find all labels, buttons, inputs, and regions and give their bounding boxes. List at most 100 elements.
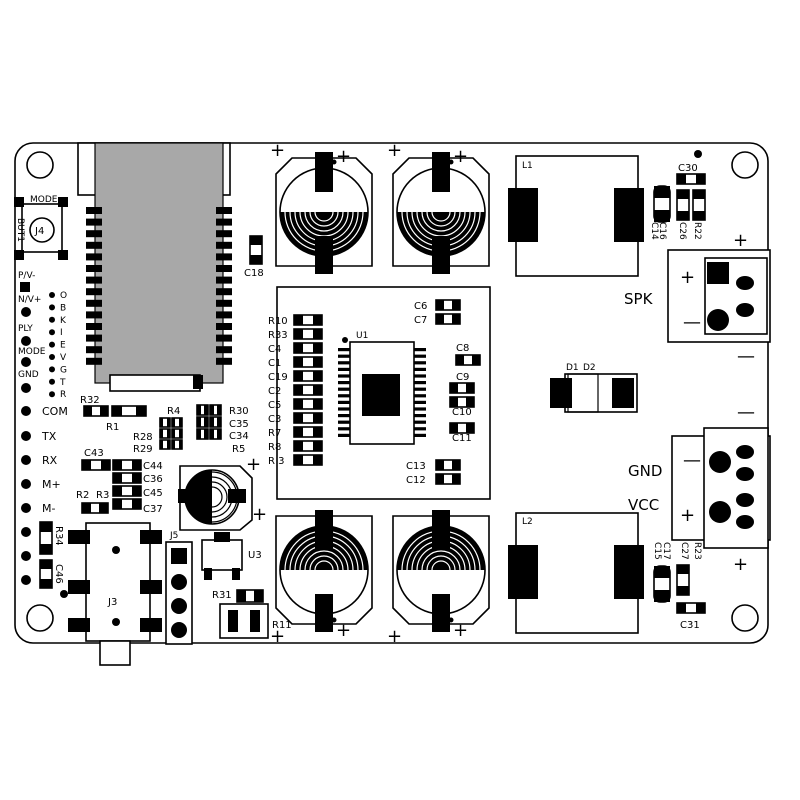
svg-text:+: + [733, 554, 748, 575]
u1-left-smd [293, 454, 323, 466]
svg-text:TX: TX [41, 430, 57, 443]
left-header-pins: P/V- N/V+ PLY MODE GND [18, 271, 46, 393]
regulator-u3: U3 [201, 532, 262, 580]
u1-left-label: C1 [268, 358, 281, 369]
svg-text:C17: C17 [661, 542, 671, 560]
resistor-r30-cell [196, 416, 209, 428]
svg-text:R29: R29 [133, 444, 153, 455]
vertical-dot [49, 354, 55, 360]
resistor-r32-r1: R32 R1 [80, 395, 147, 433]
resistor-array-r4: R4 R30 C35 C34 R28 R29 [133, 404, 249, 455]
spk-minus: — [737, 346, 755, 367]
u1-right-smd [455, 354, 481, 366]
mounting-hole-top-right [731, 151, 759, 179]
gnd-label: GND [628, 462, 662, 480]
svg-text:R32: R32 [80, 395, 100, 406]
svg-text:C15: C15 [652, 542, 662, 560]
svg-text:R3: R3 [96, 490, 109, 501]
svg-text:J3: J3 [107, 597, 117, 608]
u1-right-label: C11 [452, 433, 472, 444]
bottom-right-components: C15 C17 C27 R23 C31 [652, 542, 706, 631]
resistor-r30-cell [209, 428, 222, 440]
svg-text:R11: R11 [272, 620, 292, 631]
mode-button: MODE J4 BUT1 [14, 195, 68, 260]
u1-right-smd [435, 459, 461, 471]
svg-text:L1: L1 [522, 161, 533, 171]
svg-text:R31: R31 [212, 590, 232, 601]
vertical-letter: R [60, 390, 66, 400]
vertical-letter: E [60, 341, 66, 351]
cap-plus-sign: + [387, 626, 402, 647]
u1-right-label: C7 [414, 315, 427, 326]
bt-pad-right [216, 311, 232, 319]
svg-text:D2: D2 [583, 363, 596, 373]
u1-left-smd [293, 342, 323, 354]
svg-text:+: + [246, 454, 261, 475]
cap-plus-sign: + [453, 146, 468, 167]
electrolytic-cap-bottom-right: ++ [387, 510, 490, 647]
vertical-dot [49, 341, 55, 348]
svg-text:C34: C34 [229, 431, 249, 442]
u1-left-smd [293, 426, 323, 438]
svg-text:C46: C46 [53, 564, 64, 584]
svg-text:C45: C45 [143, 488, 163, 499]
u1-left-smd [293, 384, 323, 396]
top-right-components: C30 C16 C14 C26 R22 [649, 150, 706, 240]
bt-pad-right [216, 265, 232, 272]
svg-text:—: — [683, 450, 701, 471]
u1-left-smd [293, 314, 323, 326]
resistor-r4-cell [171, 439, 183, 450]
bt-pad-left [86, 230, 102, 238]
bt-pad-left [86, 265, 102, 272]
u1-left-label: R7 [268, 428, 281, 439]
bt-pad-right [216, 323, 232, 330]
cap-plus-sign: + [387, 140, 402, 161]
svg-text:+: + [680, 267, 695, 288]
u1-left-label: R 3 [268, 456, 285, 467]
bt-pad-right [216, 357, 232, 365]
u1-right-label: C12 [406, 475, 426, 486]
bt-pad-left [86, 253, 102, 261]
cap-array-c43: C43 C44 C36 C45 C37 R2 R3 [76, 448, 163, 515]
bt-pad-left [86, 276, 102, 284]
bt-pad-right [216, 334, 232, 342]
cap-plus-sign: + [270, 626, 285, 647]
bt-pad-right [216, 241, 232, 249]
resistor-r4-cell [159, 417, 171, 428]
u1-left-smd [293, 356, 323, 368]
svg-text:R23: R23 [692, 542, 702, 560]
vertical-letter: K [60, 316, 67, 326]
cap-c44-col [112, 485, 142, 497]
u1-right-smd [435, 299, 461, 311]
u1-left-smd [293, 412, 323, 424]
cap-plus-sign: + [336, 146, 351, 167]
resistor-r30-cell [209, 416, 222, 428]
mounting-hole-top-left [26, 151, 54, 179]
bt-pad-right [216, 276, 232, 284]
resistor-r30-cell [209, 404, 222, 416]
vertical-dot [49, 292, 55, 298]
bt-pad-left [86, 323, 102, 330]
vcc-label: VCC [628, 496, 659, 514]
svg-text:J5: J5 [169, 531, 178, 541]
u1-right-label: C6 [414, 301, 427, 312]
bluetooth-module [77, 142, 232, 392]
u1-right-smd [449, 396, 475, 408]
vertical-letter: T [59, 378, 66, 388]
vertical-dot [49, 391, 55, 398]
vertical-letter: O [60, 291, 67, 301]
u1-right-label: C9 [456, 372, 469, 383]
u1-left-smd [293, 328, 323, 340]
bt-pad-left [86, 241, 102, 249]
u1-right-smd [435, 313, 461, 325]
u1-left-smd [293, 370, 323, 382]
bt-pad-right [216, 230, 232, 238]
svg-text:C31: C31 [680, 620, 700, 631]
bt-pad-left [86, 288, 102, 296]
resistor-r30-cell [196, 404, 209, 416]
electrolytic-capacitors: ++++++++ [270, 140, 490, 647]
u1-left-label: C3 [268, 414, 281, 425]
button-id-label: J4 [34, 226, 44, 237]
